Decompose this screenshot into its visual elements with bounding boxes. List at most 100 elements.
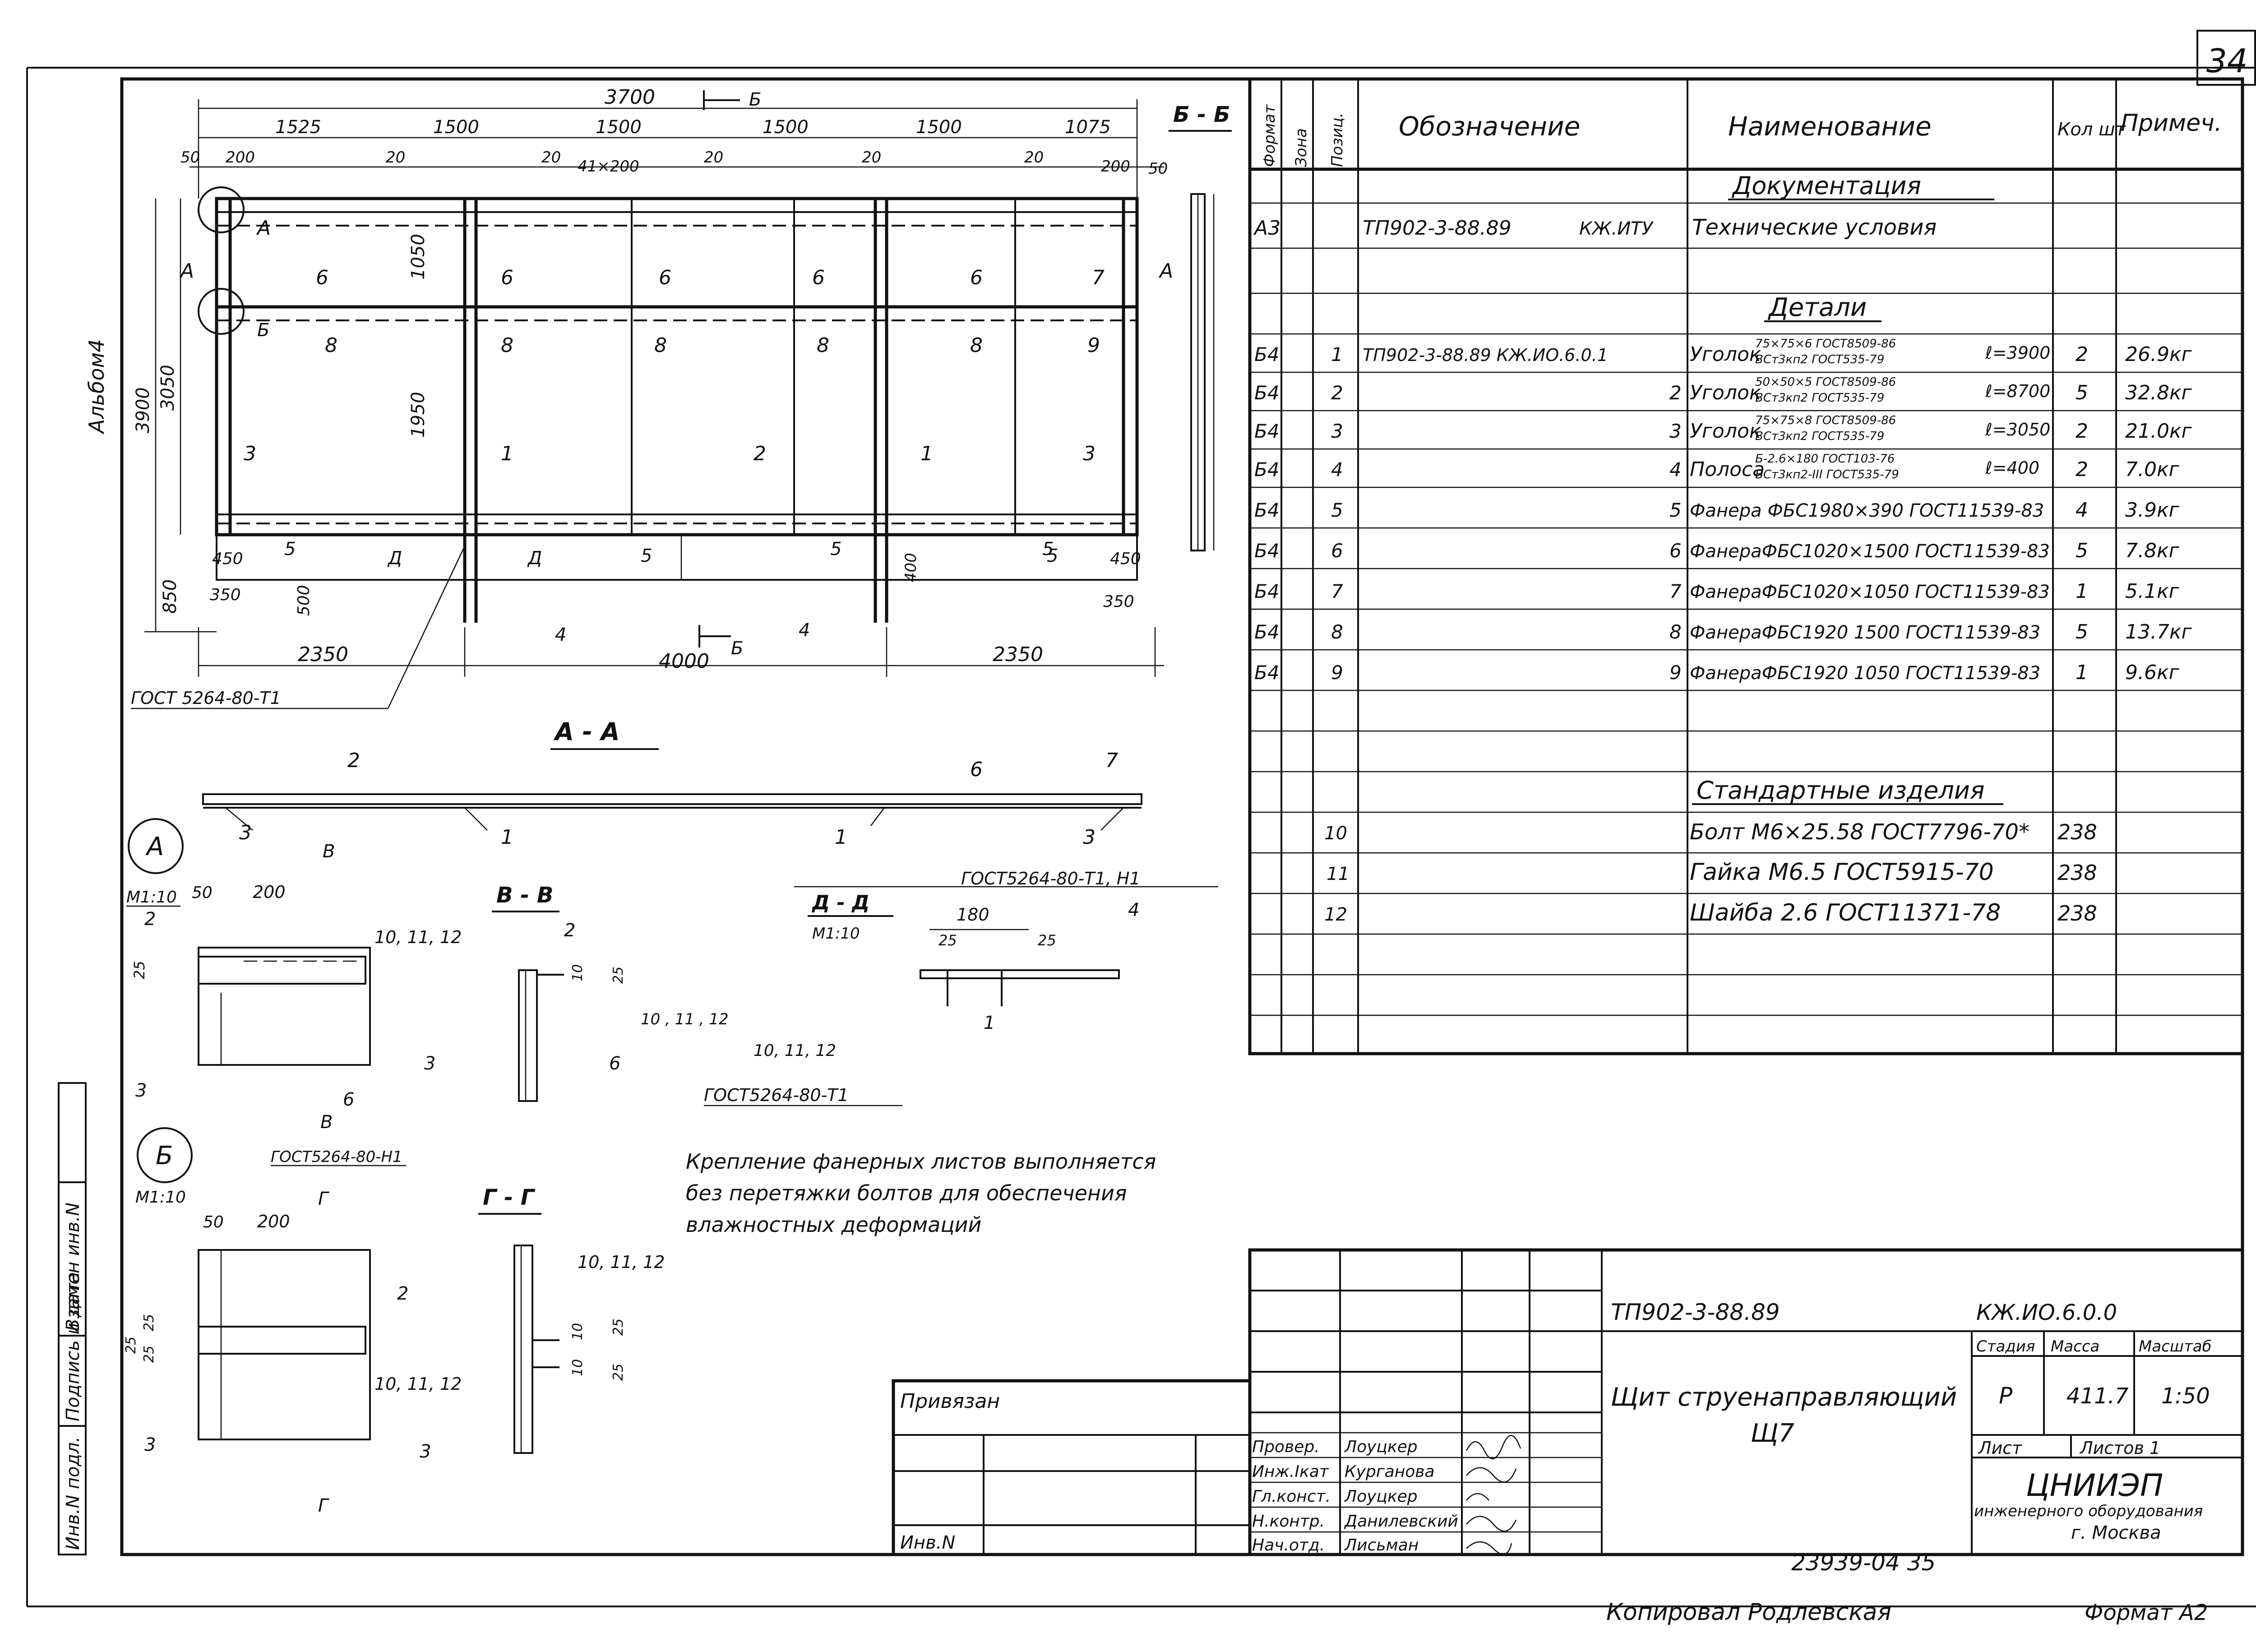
gg-label: 10 (570, 1359, 586, 1376)
vv-label: 10 (570, 964, 586, 981)
tb-staff-name: Лоуцкер (1344, 1438, 1418, 1456)
section-gg: Г - Г 10, 11, 12 10 10 25 25 3 (420, 1185, 665, 1462)
spec-header: Формат (1261, 104, 1279, 167)
cell-qty: 5 (2076, 381, 2088, 404)
node-a-label: 6 (343, 1089, 354, 1110)
format-label: Формат А2 (2085, 1600, 2208, 1625)
cut-a-left: А (179, 259, 194, 282)
node-b-cut: Г (318, 1189, 329, 1209)
cell-pos: 6 (1331, 540, 1343, 562)
node-a-cut: В (323, 841, 335, 862)
cell-name: Гайка М6.5 ГОСТ5915-70 (1690, 859, 1994, 886)
spec-header: Зона (1292, 128, 1310, 167)
cell-qty: 5 (2076, 620, 2088, 643)
cell-mass: 26.9кг (2125, 343, 2192, 366)
node-a-mark: А (145, 832, 164, 861)
tb-code: КЖ.ИО.6.0.0 (1976, 1300, 2117, 1325)
top-span: 1500 (916, 117, 962, 138)
dim-small: 500 (295, 585, 313, 616)
section-aa-title: А - А (553, 717, 620, 746)
std-row-12: 12 Шайба 2.6 ГОСТ11371-78 238 (1324, 899, 2097, 926)
dim-center: 400 (902, 553, 920, 582)
top-span: 1525 (275, 117, 321, 138)
pos-label: 2 (754, 442, 766, 465)
node-a-dim: 25 (131, 961, 148, 979)
pos-label: 5 (641, 546, 652, 566)
top-span: 1075 (1065, 117, 1111, 138)
tb-sheets: Листов 1 (2079, 1438, 2160, 1458)
gg-label: 3 (420, 1441, 431, 1462)
spec-section-parts: Детали (1767, 293, 1867, 322)
spec-header: Кол шт (2057, 119, 2127, 140)
cell-name: Уголок (1690, 420, 1761, 443)
cell-spec1: 50×50×5 ГОСТ8509-86 (1755, 375, 1896, 389)
spec-row-6: Б4 6 6 ФанераФБС1020×1500 ГОСТ11539-83 5… (1254, 539, 2180, 562)
pos-label: 5 (284, 539, 296, 560)
tb-scale: 1:50 (2161, 1384, 2210, 1409)
vv-label: 10 , 11 , 12 (641, 1010, 729, 1028)
cell-pos: 12 (1324, 904, 1347, 925)
spec-section-std: Стандартные изделия (1697, 776, 1985, 805)
cell-length: ℓ=8700 (1985, 381, 2050, 401)
cell-pos: 10 (1324, 823, 1347, 844)
cell-format: Б4 (1254, 458, 1280, 481)
cell-pos: 3 (1331, 420, 1343, 442)
signature-icon (1466, 1493, 1489, 1501)
section-dd-scale: М1:10 (812, 925, 860, 943)
tb-stage: Р (1999, 1383, 2013, 1409)
tb-col-header: Стадия (1976, 1337, 2035, 1356)
cell-pos: 4 (1331, 458, 1343, 481)
spec-row-8: Б4 8 8 ФанераФБС1920 1500 ГОСТ11539-83 5… (1254, 620, 2192, 643)
node-b-label: 3 (144, 1435, 156, 1455)
doc-name: Технические условия (1692, 215, 1937, 240)
dim-total-width: 3700 (605, 86, 655, 109)
specification-table: Формат Зона Позиц. Обозначение Наименова… (1248, 77, 2244, 1055)
cell-pos: 11 (1327, 864, 1350, 884)
cell-designation: 4 (1669, 458, 1682, 481)
cell-qty: 238 (2057, 901, 2097, 925)
cell-spec2: ВСт3кп2-III ГОСТ535-79 (1755, 468, 1899, 481)
pos-label: 5 (830, 539, 841, 560)
cell-format: Б4 (1254, 499, 1280, 521)
top-detail: 200 (1101, 157, 1130, 176)
spec-row-7: Б4 7 7 ФанераФБС1020×1050 ГОСТ11539-83 1… (1254, 580, 2180, 603)
gg-label: 10, 11, 12 (578, 1252, 665, 1272)
cell-name: ФанераФБС1020×1050 ГОСТ11539-83 (1690, 582, 2050, 602)
cell-qty: 4 (2076, 499, 2088, 522)
tb-staff-name: Курганова (1345, 1462, 1435, 1481)
node-b-dim: 25 (123, 1337, 139, 1354)
vv-label: 2 (564, 920, 575, 941)
dim-small: 350 (210, 586, 241, 604)
node-a-scale: М1:10 (126, 888, 177, 907)
tb-col-header: Масса (2051, 1337, 2099, 1356)
signature-icon (1465, 1435, 1521, 1459)
aa-gost: ГОСТ5264-80-Т1, Н1 (961, 869, 1141, 888)
cell-designation: 9 (1669, 662, 1682, 684)
tb-staff-role: Нач.отд. (1252, 1536, 1325, 1555)
cell-qty: 238 (2057, 861, 2097, 885)
cell-name: Полоса (1690, 458, 1765, 481)
node-b-label: 2 (397, 1283, 408, 1304)
cell-designation: ТП902-3-88.89 КЖ.ИО.6.0.1 (1363, 345, 1608, 365)
tb-staff-role: Гл.конст. (1252, 1487, 1331, 1506)
spec-section-docs: Документация (1732, 171, 1921, 200)
dim-bottom: 2350 (993, 643, 1043, 666)
cell-name: Фанера ФБС1980×390 ГОСТ11539-83 (1690, 500, 2044, 521)
dd-label: 1 (984, 1013, 995, 1033)
top-span: 1500 (763, 117, 809, 138)
cell-qty: 5 (2076, 539, 2088, 562)
cell-spec1: 75×75×8 ГОСТ8509-86 (1755, 414, 1896, 427)
cell-designation: 8 (1669, 621, 1682, 643)
cut-mark-d: Д (527, 548, 542, 569)
pos-label: 6 (316, 266, 328, 289)
node-b-dim: 200 (257, 1212, 290, 1231)
top-detail: 50 (1148, 160, 1168, 178)
tb-sheet: Лист (1978, 1438, 2023, 1458)
doc-format: А3 (1253, 217, 1281, 240)
node-a: А М1:10 50 200 25 В В 2 10, 11, 12 3 6 Г… (126, 818, 462, 1166)
side-stamp-replace: Взамен инв.N (63, 1203, 83, 1331)
cell-pos: 5 (1331, 499, 1343, 521)
pos-label: 3 (1083, 442, 1096, 465)
cell-name: Болт М6×25.58 ГОСТ7796-70* (1690, 819, 2029, 845)
gg-label: 25 (610, 1364, 626, 1381)
